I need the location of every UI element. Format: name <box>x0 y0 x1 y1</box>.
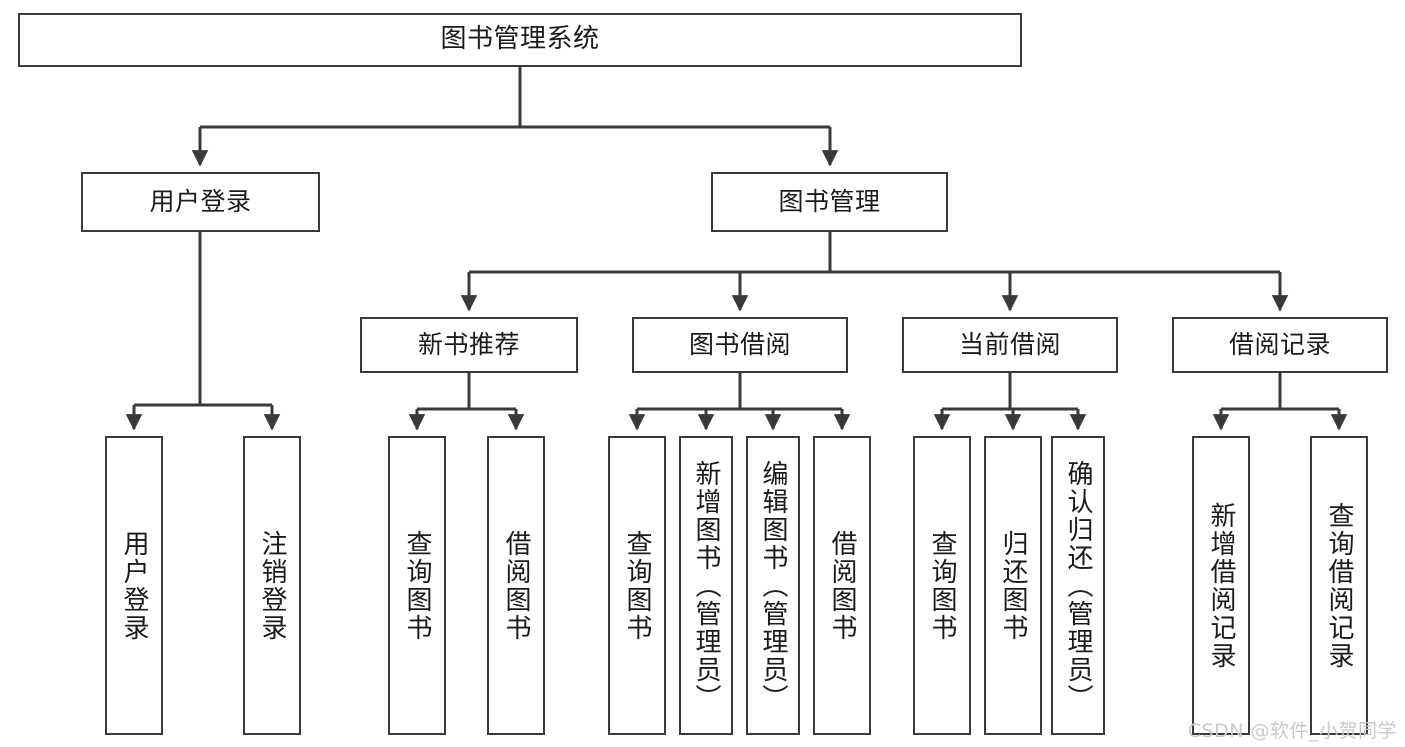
node-leaf-query-record[interactable]: 查询借阅记录 <box>1310 436 1368 735</box>
node-leaf-borrow-book-1[interactable]: 借阅图书 <box>487 436 545 735</box>
node-book-borrow-label: 图书借阅 <box>688 330 791 359</box>
node-leaf-borrow-book-1-label: 借阅图书 <box>501 529 532 642</box>
node-book-borrow[interactable]: 图书借阅 <box>632 317 848 373</box>
node-root-label: 图书管理系统 <box>440 24 600 55</box>
node-leaf-user-logout[interactable]: 注销登录 <box>243 436 301 735</box>
node-leaf-edit-book[interactable]: 编辑图书（管理员） <box>746 436 800 735</box>
node-leaf-user-login[interactable]: 用户登录 <box>105 436 163 735</box>
node-leaf-add-book-label: 新增图书（管理员） <box>691 459 722 712</box>
node-book-manage[interactable]: 图书管理 <box>711 172 948 232</box>
node-leaf-add-record[interactable]: 新增借阅记录 <box>1192 436 1250 735</box>
node-user-login[interactable]: 用户登录 <box>81 172 320 232</box>
node-leaf-query-book-3-label: 查询图书 <box>927 529 958 642</box>
node-new-book-recommend-label: 新书推荐 <box>417 330 520 359</box>
node-leaf-query-record-label: 查询借阅记录 <box>1324 501 1355 670</box>
node-leaf-query-book-1-label: 查询图书 <box>402 529 433 642</box>
node-leaf-add-record-label: 新增借阅记录 <box>1206 501 1237 670</box>
node-leaf-query-book-2-label: 查询图书 <box>622 529 653 642</box>
node-leaf-borrow-book-2-label: 借阅图书 <box>827 529 858 642</box>
node-leaf-user-login-label: 用户登录 <box>119 529 150 642</box>
node-borrow-record[interactable]: 借阅记录 <box>1172 317 1388 373</box>
node-leaf-add-book[interactable]: 新增图书（管理员） <box>679 436 733 735</box>
node-leaf-confirm-return-label: 确认归还（管理员） <box>1063 459 1094 712</box>
node-leaf-query-book-3[interactable]: 查询图书 <box>913 436 971 735</box>
node-current-borrow-label: 当前借阅 <box>958 330 1061 359</box>
node-leaf-edit-book-label: 编辑图书（管理员） <box>758 459 789 712</box>
node-leaf-query-book-1[interactable]: 查询图书 <box>388 436 446 735</box>
node-leaf-query-book-2[interactable]: 查询图书 <box>608 436 666 735</box>
csdn-watermark: CSDN @软件_小贺同学 <box>1187 720 1397 742</box>
node-root[interactable]: 图书管理系统 <box>18 13 1022 67</box>
node-leaf-borrow-book-2[interactable]: 借阅图书 <box>813 436 871 735</box>
node-leaf-user-logout-label: 注销登录 <box>257 529 288 642</box>
node-current-borrow[interactable]: 当前借阅 <box>902 317 1118 373</box>
node-leaf-confirm-return[interactable]: 确认归还（管理员） <box>1051 436 1105 735</box>
node-new-book-recommend[interactable]: 新书推荐 <box>360 317 578 373</box>
node-user-login-label: 用户登录 <box>149 187 252 216</box>
node-borrow-record-label: 借阅记录 <box>1228 330 1331 359</box>
node-leaf-return-book-label: 归还图书 <box>998 529 1029 642</box>
node-leaf-return-book[interactable]: 归还图书 <box>984 436 1042 735</box>
node-book-manage-label: 图书管理 <box>778 187 881 216</box>
